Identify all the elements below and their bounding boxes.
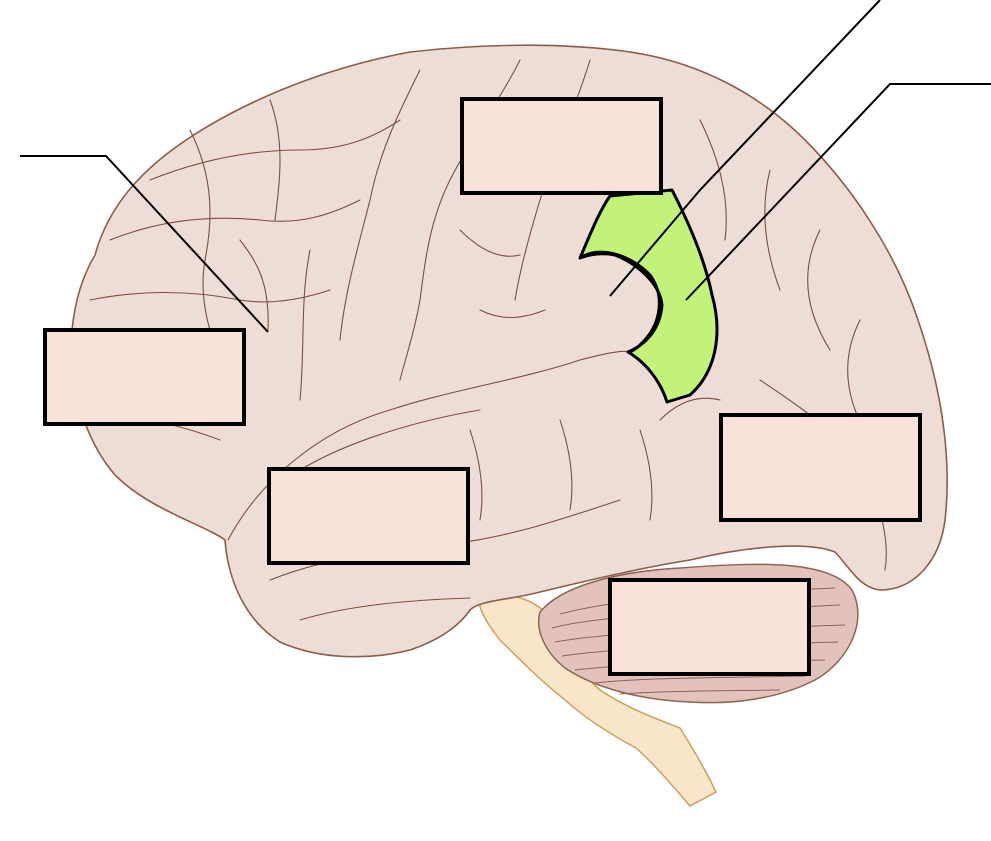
leader-line-supramarginal bbox=[609, 0, 881, 297]
label-box-occipital-lobe[interactable] bbox=[719, 413, 922, 522]
label-box-cerebellum[interactable] bbox=[608, 578, 811, 676]
label-box-frontal-lobe[interactable] bbox=[43, 328, 246, 426]
label-box-temporal-lobe[interactable] bbox=[267, 467, 470, 565]
label-box-parietal-lobe[interactable] bbox=[460, 97, 663, 195]
leader-lines bbox=[20, 0, 991, 333]
leader-line-frontal bbox=[20, 155, 269, 333]
leader-line-angular bbox=[685, 83, 991, 301]
